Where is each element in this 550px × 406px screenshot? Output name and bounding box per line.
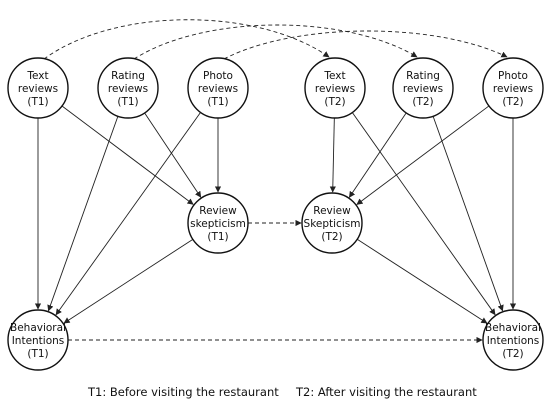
node-label: Review <box>199 205 237 217</box>
edge-rating_t1-to-rating_t2 <box>133 24 418 60</box>
edge-text_t1-to-text_t2 <box>43 19 330 60</box>
node-circle <box>7 57 69 119</box>
node-label: (T1) <box>117 96 138 108</box>
edge-rating_t2-to-skept_t2 <box>348 112 407 198</box>
node-label: Rating <box>111 70 145 82</box>
node-label: Behavioral <box>10 322 66 334</box>
node-label: (T2) <box>324 96 345 108</box>
node-circle <box>187 57 249 119</box>
node-label: reviews <box>198 83 238 95</box>
edge-text_t1-to-skept_t1 <box>61 105 194 205</box>
edge-rating_t1-to-skept_t1 <box>144 112 202 198</box>
node-label: Text <box>323 70 345 82</box>
node-label: (T2) <box>502 348 523 360</box>
node-label: Behavioral <box>485 322 541 334</box>
edge-photo_t2-to-skept_t2 <box>356 105 490 205</box>
node-circle <box>482 57 544 119</box>
node-label: (T1) <box>207 231 228 243</box>
node-label: Rating <box>406 70 440 82</box>
node-label: reviews <box>493 83 533 95</box>
edges-layer <box>34 19 517 344</box>
legend-t2: T2: After visiting the restaurant <box>295 385 477 399</box>
node-label: (T1) <box>27 96 48 108</box>
node-label: skepticism <box>190 218 246 230</box>
edge-skept_t2-to-bi_t2 <box>356 238 488 324</box>
node-circle <box>97 57 159 119</box>
nodes-layer: Textreviews(T1)Ratingreviews(T1)Photorev… <box>7 57 544 371</box>
node-label: reviews <box>18 83 58 95</box>
node-label: (T2) <box>412 96 433 108</box>
edge-photo_t1-to-photo_t2 <box>223 30 508 60</box>
node-label: reviews <box>108 83 148 95</box>
node-circle <box>304 57 366 119</box>
node-label: Photo <box>498 70 528 82</box>
node-circle <box>482 309 544 371</box>
node-circle <box>301 192 363 254</box>
node-circle <box>392 57 454 119</box>
node-label: reviews <box>403 83 443 95</box>
legend-t1: T1: Before visiting the restaurant <box>87 385 279 399</box>
node-label: Intentions <box>12 335 65 347</box>
node-label: (T1) <box>207 96 228 108</box>
node-label: Photo <box>203 70 233 82</box>
edge-rating_t2-to-bi_t2 <box>432 116 504 312</box>
node-label: (T2) <box>502 96 523 108</box>
edge-text_t2-to-skept_t2 <box>329 117 336 193</box>
node-label: Intentions <box>487 335 540 347</box>
edge-text_t2-to-bi_t2 <box>351 112 496 316</box>
edge-skept_t1-to-bi_t1 <box>63 238 194 324</box>
node-label: (T1) <box>27 348 48 360</box>
node-label: (T2) <box>321 231 342 243</box>
node-circle <box>187 192 249 254</box>
legend: T1: Before visiting the restaurant T2: A… <box>87 385 477 399</box>
node-label: Text <box>26 70 48 82</box>
node-label: Skepticism <box>304 218 361 230</box>
node-label: reviews <box>315 83 355 95</box>
edge-photo_t1-to-bi_t1 <box>55 112 201 316</box>
node-label: Review <box>313 205 351 217</box>
node-circle <box>7 309 69 371</box>
edge-rating_t1-to-bi_t1 <box>47 116 119 312</box>
